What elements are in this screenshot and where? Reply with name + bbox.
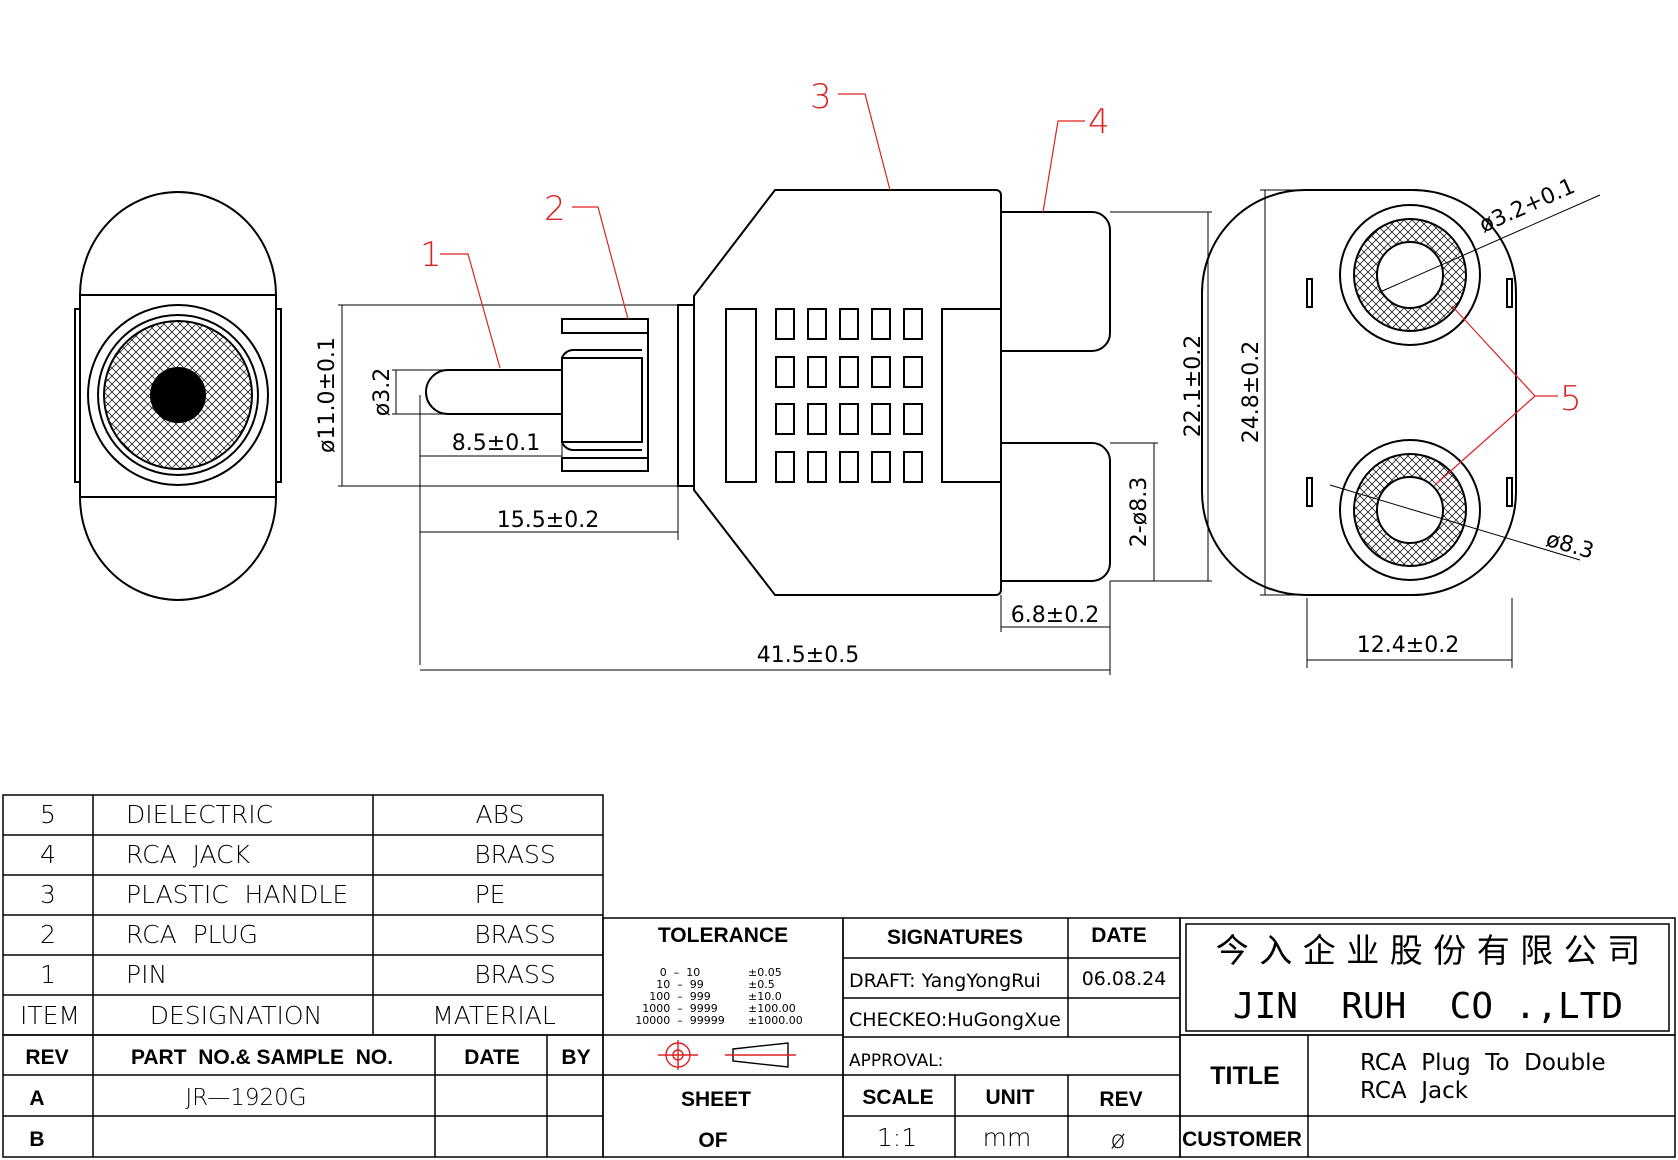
- drawing-date: 06.08.24: [1082, 968, 1167, 990]
- company-block: 今 入 企 业 股 份 有 限 公 司 JIN RUH CO .,LTD TIT…: [1179, 917, 1676, 1158]
- unit-label: UNIT: [986, 1086, 1035, 1109]
- bom-material-3: PE: [475, 880, 506, 909]
- tol-value-3: ±10.0: [748, 990, 782, 1003]
- tol-range-5: 10000 – 99999: [635, 1014, 724, 1027]
- tolerance-title: TOLERANCE: [658, 924, 788, 947]
- bom-designation-4: RCA JACK: [126, 840, 251, 869]
- grip-pattern: [775, 308, 923, 483]
- draft-signature: DRAFT: YangYongRui: [849, 970, 1041, 992]
- tol-range-4: 1000 – 9999: [642, 1002, 717, 1015]
- tol-value-5: ±1000.00: [748, 1014, 803, 1027]
- company-name-english: JIN RUH CO .,LTD: [1233, 986, 1623, 1027]
- title-line-2: RCA Jack: [1360, 1078, 1469, 1104]
- left-end-view: [74, 191, 282, 601]
- sheet-label: SHEET: [681, 1088, 751, 1111]
- company-name-chinese: 今 入 企 业 股 份 有 限 公 司: [1216, 931, 1640, 970]
- part-number: JR—1920G: [185, 1085, 306, 1111]
- bom-designation-5: DIELECTRIC: [126, 800, 273, 829]
- dim-jack-spacing: 22.1±0.2: [1181, 335, 1206, 437]
- bom-item-5: 5: [40, 800, 56, 829]
- title-line-1: RCA Plug To Double: [1360, 1050, 1606, 1076]
- date-title: DATE: [1091, 924, 1147, 947]
- bom-material-5: ABS: [476, 800, 525, 829]
- tol-value-2: ±0.5: [748, 978, 775, 991]
- rev-b: B: [29, 1128, 44, 1151]
- bom-designation-2: RCA PLUG: [126, 920, 258, 949]
- side-view-dimensions: [338, 211, 1212, 675]
- dim-pin-len: 8.5±0.1: [452, 431, 540, 456]
- bom-designation-3: PLASTIC HANDLE: [126, 880, 348, 909]
- leader-3: 3: [810, 77, 832, 117]
- side-view: [425, 189, 1111, 596]
- of-label: OF: [698, 1129, 727, 1152]
- title-label: TITLE: [1210, 1062, 1279, 1090]
- tol-range-1: 0 – 10: [660, 966, 700, 979]
- bom-table: 5 DIELECTRIC ABS 4 RCA JACK BRASS 3 PLAS…: [2, 794, 604, 1036]
- dim-outer-dia: ø8.3: [1543, 527, 1596, 564]
- bom-item-3: 3: [40, 880, 56, 909]
- leader-labels: 1 2 3 4 5: [420, 77, 1582, 419]
- part-header: PART NO.& SAMPLE NO.: [131, 1046, 393, 1069]
- projection-symbol-icon: [658, 1040, 796, 1070]
- leader-4: 4: [1088, 102, 1110, 142]
- bom-item-4: 4: [40, 840, 56, 869]
- bom-header-material: MATERIAL: [432, 1001, 556, 1030]
- bom-material-2: BRASS: [474, 920, 556, 949]
- dim-hole-dia: ø3.2+0.1: [1476, 174, 1579, 238]
- signatures-title: SIGNATURES: [887, 926, 1023, 949]
- customer-label: CUSTOMER: [1182, 1128, 1302, 1151]
- date-header: DATE: [464, 1046, 520, 1069]
- bom-designation-1: PIN: [126, 960, 167, 989]
- leader-1: 1: [420, 235, 442, 275]
- tol-range-3: 100 – 999: [649, 990, 710, 1003]
- bom-header-designation: DESIGNATION: [150, 1001, 323, 1030]
- part-leaders: [440, 93, 1558, 485]
- tol-value-4: ±100.00: [748, 1002, 796, 1015]
- checked-signature: CHECKEO:HuGongXue: [849, 1009, 1061, 1031]
- right-end-dimensions: [1260, 189, 1601, 668]
- scale-value: 1:1: [877, 1123, 917, 1152]
- dim-jack-len: 6.8±0.2: [1011, 603, 1099, 628]
- rev-header: REV: [25, 1046, 68, 1069]
- rev-value: ø: [1110, 1125, 1125, 1154]
- by-header: BY: [561, 1046, 590, 1069]
- dim-total-len: 41.5±0.5: [757, 643, 859, 668]
- dim-pin-dia: ø3.2: [370, 368, 395, 416]
- approval-signature: APPROVAL:: [849, 1051, 943, 1071]
- tol-range-2: 10 – 99: [656, 978, 703, 991]
- rev-a: A: [29, 1087, 44, 1110]
- scale-label: SCALE: [862, 1086, 933, 1109]
- dim-end-width: 12.4±0.2: [1357, 633, 1459, 658]
- dim-jack-dia2: 2-ø8.3: [1127, 477, 1152, 547]
- bom-item-1: 1: [40, 960, 56, 989]
- signatures-block: SIGNATURES DATE SCALE UNIT REV DRAFT: Ya…: [842, 917, 1181, 1158]
- dim-plug-len: 15.5±0.2: [497, 508, 599, 533]
- bom-material-4: BRASS: [474, 840, 556, 869]
- bom-item-2: 2: [40, 920, 56, 949]
- leader-2: 2: [544, 189, 566, 229]
- right-end-view: [1201, 189, 1517, 596]
- leader-5: 5: [1560, 379, 1582, 419]
- dim-end-height: 24.8±0.2: [1239, 341, 1264, 443]
- tolerance-block: TOLERANCE 0 – 10 10 – 99 100 – 999 1000 …: [602, 917, 844, 1158]
- dim-plug-dia: ø11.0±0.1: [315, 337, 340, 453]
- bom-material-1: BRASS: [474, 960, 556, 989]
- unit-value: mm: [983, 1123, 1032, 1152]
- tol-value-1: ±0.05: [748, 966, 782, 979]
- rev-label: REV: [1099, 1088, 1142, 1111]
- revision-table: REV PART NO.& SAMPLE NO. DATE BY A B JR—…: [2, 1034, 604, 1158]
- bom-header-item: ITEM: [20, 1001, 80, 1030]
